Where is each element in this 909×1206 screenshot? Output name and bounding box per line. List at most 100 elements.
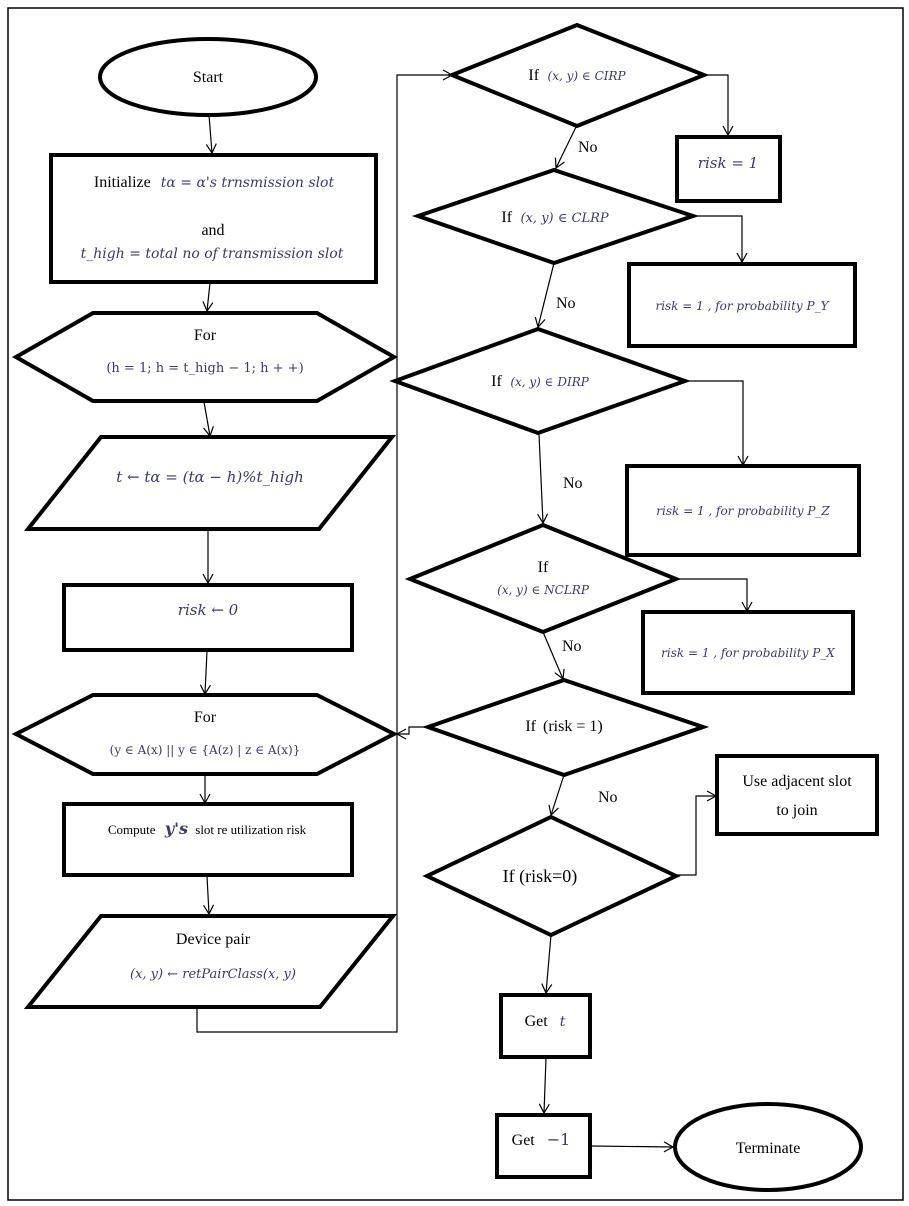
decision-shape: [411, 167, 700, 266]
node-risk-cirp: risk = 1: [675, 135, 782, 203]
edge-label-no-clrp: No: [556, 295, 576, 312]
if-nclrp-expr: (x, y) ∈ NCLRP: [497, 583, 590, 597]
node-if-nclrp: If (x, y) ∈ NCLRP: [404, 522, 682, 635]
node-get-neg1: Get −1: [495, 1113, 592, 1179]
edge-get-t-get-neg1: [538, 1057, 550, 1115]
if-dirp-text: If (x, y) ∈ DIRP: [491, 373, 590, 390]
decision-shape: [422, 814, 681, 938]
edge-device-if-cirp: [196, 69, 454, 1033]
assign-t-expr: t ← tα = (tα − h)%t_high: [116, 468, 304, 486]
node-for-y: For (y ∈ A(x) || y ∈ {A(z) | z ∈ A(x)}: [11, 693, 399, 776]
get-t-text: Get t: [525, 1013, 566, 1030]
start-label: Start: [193, 69, 224, 86]
edge-cirp-risk: [704, 74, 734, 137]
edge-risk0-adjacent: [676, 790, 718, 876]
edge-risk1-for-y: [395, 726, 428, 740]
decision-shape: [404, 522, 682, 635]
node-terminate: Terminate: [673, 1102, 863, 1192]
for-y-label: For: [194, 709, 217, 726]
edge-cirp-clrp: [554, 126, 577, 170]
decision-shape: [446, 22, 710, 129]
process-shape: [675, 135, 782, 203]
node-if-risk1: If (risk = 1): [421, 677, 710, 778]
node-if-clrp: If (x, y) ∈ CLRP: [411, 167, 700, 266]
process-shape: [627, 262, 857, 348]
edge-for-h-assign: [203, 401, 214, 438]
node-risk-dirp: risk = 1 , for probability P_Z: [625, 464, 861, 557]
node-for-h: For (h = 1; h = t_high − 1; h + +): [11, 311, 399, 403]
node-if-risk0: If (risk=0): [422, 814, 681, 938]
node-get-t: Get t: [499, 993, 592, 1059]
edge-get-neg1-terminate: [590, 1141, 675, 1153]
adjacent-line2: to join: [776, 802, 817, 819]
process-shape: [625, 464, 861, 557]
edge-risk0-get-t: [541, 934, 553, 995]
edge-clrp-dirp: [534, 262, 555, 329]
node-risk-nclrp: risk = 1 , for probability P_X: [641, 610, 855, 695]
connectors: [196, 69, 753, 1153]
terminate-label: Terminate: [736, 1140, 801, 1157]
device-pair-expr: (x, y) ← retPairClass(x, y): [130, 967, 296, 982]
risk-dirp-expr: risk = 1 , for probability P_Z: [656, 504, 830, 518]
node-assign-t: t ← tα = (tα − h)%t_high: [23, 435, 397, 531]
edge-label-no-cirp: No: [578, 139, 598, 156]
init-line1: Initialize tα = α's trnsmission slot: [94, 174, 335, 191]
figure-frame: [7, 7, 904, 1201]
terminator-shape: [673, 1102, 863, 1192]
init-and: and: [201, 222, 224, 239]
preparation-shape: [11, 311, 399, 403]
device-pair-label: Device pair: [176, 931, 251, 948]
for-h-label: For: [194, 327, 217, 344]
process-shape: [499, 993, 592, 1059]
compute-text: Compute y's slot re utilization risk: [108, 819, 307, 838]
risk-nclrp-expr: risk = 1 , for probability P_X: [661, 646, 835, 660]
edge-risk1-risk0: [548, 774, 565, 817]
risk-cirp-expr: risk = 1: [698, 154, 758, 172]
node-adjacent-slot: Use adjacent slot to join: [715, 754, 879, 836]
edge-nclrp-risk1: [542, 631, 565, 681]
if-risk1-text: If (risk = 1): [525, 718, 602, 735]
if-risk0-label: If (risk=0): [503, 866, 578, 887]
edge-label-no-nclrp: No: [562, 638, 582, 655]
if-nclrp-prefix: If: [538, 559, 549, 576]
edge-start-init: [205, 114, 217, 155]
process-shape: [641, 610, 855, 695]
node-if-dirp: If (x, y) ∈ DIRP: [389, 326, 691, 436]
node-risk-init: risk ← 0: [62, 583, 354, 652]
data-shape: [23, 914, 398, 1009]
get-neg1-text: Get −1: [512, 1130, 571, 1149]
edge-dirp-risk: [685, 380, 749, 467]
edge-compute-device: [203, 875, 215, 916]
edge-dirp-nclrp: [537, 433, 549, 525]
decision-shape: [389, 326, 691, 436]
node-compute: Compute y's slot re utilization risk: [62, 802, 354, 877]
node-risk-clrp: risk = 1 , for probability P_Y: [627, 262, 857, 348]
node-start: Start: [98, 37, 318, 117]
node-device-pair: Device pair (x, y) ← retPairClass(x, y): [23, 914, 398, 1009]
process-shape: [49, 153, 378, 284]
risk-clrp-expr: risk = 1 , for probability P_Y: [655, 299, 829, 313]
if-clrp-text: If (x, y) ∈ CLRP: [501, 209, 608, 226]
risk-init-expr: risk ← 0: [178, 601, 239, 619]
process-shape: [62, 802, 354, 877]
if-cirp-text: If (x, y) ∈ CIRP: [528, 67, 626, 84]
edge-init-for-h: [202, 282, 214, 313]
process-shape: [495, 1113, 592, 1179]
edge-label-no-risk1: No: [598, 789, 618, 806]
edge-label-no-dirp: No: [563, 475, 583, 492]
decision-shape: [421, 677, 710, 778]
edge-clrp-risk: [693, 215, 748, 264]
process-shape: [62, 583, 354, 652]
edge-nclrp-risk: [676, 578, 753, 613]
node-initialize: Initialize tα = α's trnsmission slot and…: [49, 153, 378, 284]
preparation-shape: [11, 693, 399, 776]
for-y-expr: (y ∈ A(x) || y ∈ {A(z) | z ∈ A(x)}: [110, 743, 301, 757]
process-shape: [715, 754, 879, 836]
data-shape: [23, 435, 397, 531]
node-if-cirp: If (x, y) ∈ CIRP: [446, 22, 710, 129]
adjacent-line1: Use adjacent slot: [742, 773, 852, 790]
for-h-expr: (h = 1; h = t_high − 1; h + +): [106, 361, 303, 376]
init-line3: t_high = total no of transmission slot: [81, 246, 344, 262]
terminator-shape: [98, 37, 318, 117]
